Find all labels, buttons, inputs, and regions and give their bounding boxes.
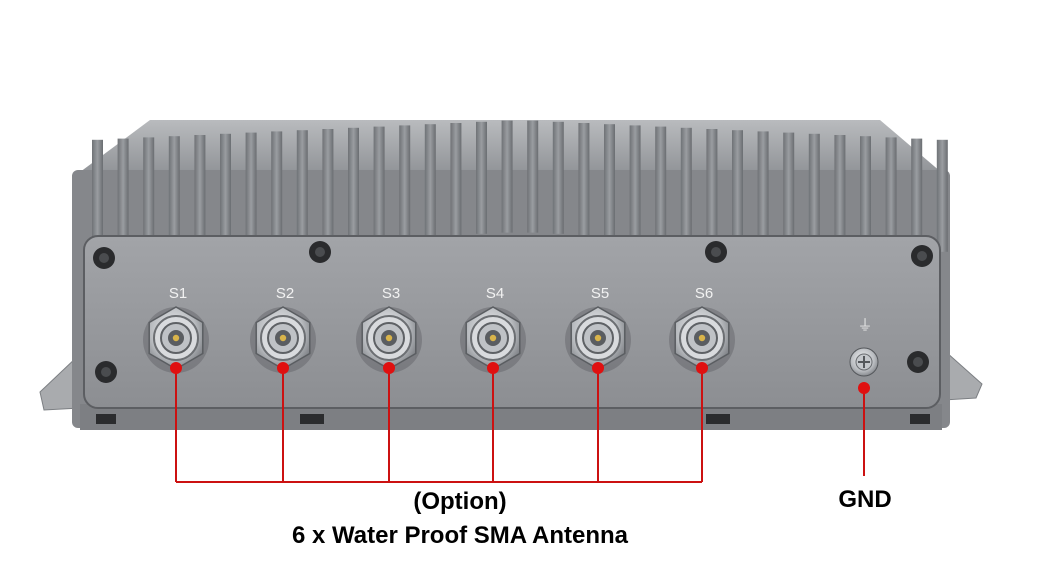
antenna-caption: 6 x Water Proof SMA Antenna bbox=[291, 522, 629, 549]
heatsink-fin bbox=[424, 124, 436, 237]
sma-connector-s1 bbox=[143, 306, 209, 373]
gnd-caption: GND bbox=[838, 486, 892, 513]
panel-screw-center bbox=[711, 247, 721, 257]
foot-mid-right bbox=[706, 414, 730, 424]
port-marker bbox=[592, 362, 604, 374]
sma-connector-s6 bbox=[669, 306, 735, 373]
heatsink-fin bbox=[450, 123, 462, 235]
foot-mid-left bbox=[300, 414, 324, 424]
heatsink-fin bbox=[680, 127, 692, 240]
option-caption: (Option) bbox=[413, 488, 507, 515]
heatsink-fin bbox=[194, 135, 206, 247]
sma-connector-s3 bbox=[356, 306, 422, 373]
gnd-marker bbox=[858, 382, 870, 394]
heatsink-fin bbox=[168, 136, 180, 249]
panel-screw-center bbox=[913, 357, 923, 367]
port-label-s2: S2 bbox=[276, 285, 294, 302]
heatsink-fin bbox=[245, 132, 257, 245]
heatsink-fin bbox=[936, 139, 948, 252]
heatsink-fin bbox=[655, 126, 667, 239]
sma-connector-s2 bbox=[250, 306, 316, 373]
heatsink-fin bbox=[834, 135, 846, 247]
port-marker bbox=[696, 362, 708, 374]
heatsink-fin bbox=[552, 121, 564, 234]
heatsink-fin bbox=[629, 125, 641, 238]
heatsink-fin bbox=[143, 137, 155, 250]
port-marker bbox=[170, 362, 182, 374]
connector-pin bbox=[489, 334, 497, 342]
heatsink-fin bbox=[911, 138, 923, 251]
ground-symbol-icon: ⏚ bbox=[857, 316, 872, 334]
heatsink-fins bbox=[92, 120, 948, 252]
connector-pin bbox=[385, 334, 393, 342]
heatsink-fin bbox=[220, 133, 231, 246]
connector-pin bbox=[279, 334, 287, 342]
port-marker bbox=[277, 362, 289, 374]
panel-screw-center bbox=[99, 253, 109, 263]
heatsink-fin bbox=[348, 127, 359, 240]
heatsink-fin bbox=[860, 136, 871, 249]
connector-pin bbox=[172, 334, 180, 342]
heatsink-fin bbox=[604, 124, 615, 237]
gnd-leader bbox=[858, 382, 870, 476]
panel-screw-center bbox=[917, 251, 927, 261]
heatsink-fin bbox=[476, 121, 487, 234]
heatsink-fin bbox=[578, 123, 590, 235]
heatsink-fin bbox=[706, 129, 718, 241]
port-marker bbox=[487, 362, 499, 374]
port-label-s1: S1 bbox=[169, 285, 187, 302]
heatsink-fin bbox=[117, 138, 129, 251]
heatsink-fin bbox=[885, 137, 897, 250]
connector-pin bbox=[594, 334, 602, 342]
heatsink-fin bbox=[296, 130, 308, 243]
port-marker bbox=[383, 362, 395, 374]
heatsink-fin bbox=[399, 125, 411, 238]
port-label-s6: S6 bbox=[695, 285, 713, 302]
heatsink-fin bbox=[271, 131, 283, 244]
heatsink-fin bbox=[808, 133, 820, 246]
port-label-s3: S3 bbox=[382, 285, 400, 302]
panel-screw-center bbox=[101, 367, 111, 377]
port-label-s5: S5 bbox=[591, 285, 609, 302]
heatsink-fin bbox=[501, 120, 513, 233]
heatsink-fin bbox=[92, 139, 103, 252]
port-label-s4: S4 bbox=[486, 285, 504, 302]
panel-screws bbox=[93, 241, 933, 383]
connector-pin bbox=[698, 334, 706, 342]
heatsink-fin bbox=[373, 126, 385, 239]
sma-connectors: S1 S2 S3 S4 S5 S6 bbox=[143, 285, 735, 373]
antenna-leader-lines bbox=[170, 362, 708, 483]
foot-left bbox=[96, 414, 116, 424]
heatsink-fin bbox=[322, 129, 334, 241]
foot-right bbox=[910, 414, 930, 424]
heatsink-fin bbox=[757, 131, 769, 244]
heatsink-fin bbox=[732, 130, 743, 243]
gnd-terminal: ⏚ bbox=[849, 316, 879, 377]
sma-connector-s5 bbox=[565, 306, 631, 373]
sma-connector-s4 bbox=[460, 306, 526, 373]
heatsink-fin bbox=[527, 120, 539, 233]
heatsink-fin bbox=[783, 132, 795, 245]
panel-screw-center bbox=[315, 247, 325, 257]
